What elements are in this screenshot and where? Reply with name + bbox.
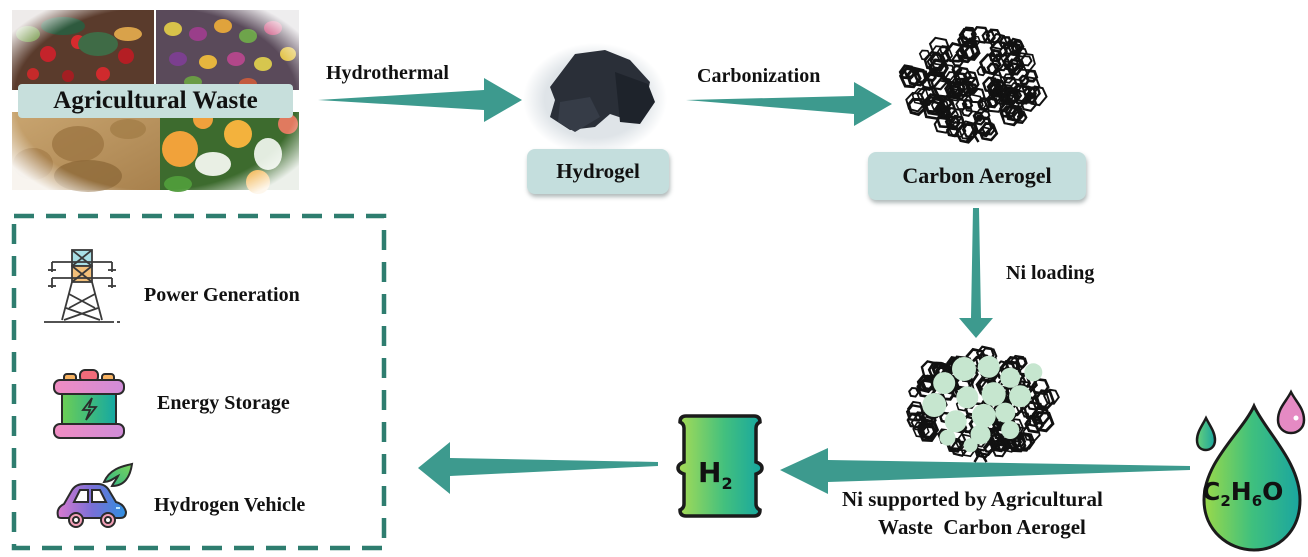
formula-h: H: [1231, 477, 1252, 506]
nickel-particle: [933, 372, 956, 395]
formula-h-sub: 6: [1252, 492, 1262, 510]
nickel-particle: [963, 438, 978, 453]
application-label-energy-storage: Energy Storage: [157, 392, 290, 414]
hydrothermal-arrow: [318, 78, 522, 122]
nickel-particle: [1024, 363, 1043, 382]
carbon-aerogel-structure: [898, 25, 1048, 144]
nickel-particle: [981, 382, 1006, 407]
agricultural-waste-label: Agricultural Waste: [18, 84, 293, 118]
nickel-particle: [944, 410, 967, 433]
formula-c: C: [1202, 477, 1220, 506]
nickel-particle: [1009, 385, 1032, 408]
nickel-particle: [939, 429, 956, 446]
catalyst-label-line1: Ni supported by Agricultural: [842, 487, 1103, 511]
nickel-particle: [956, 386, 979, 409]
nickel-particle: [952, 357, 976, 381]
hydrogen-barrel-icon: H2: [676, 414, 764, 518]
nickel-particle: [995, 402, 1016, 423]
nickel-particle: [977, 355, 1000, 378]
svg-text:C2H6O: C2H6O: [1202, 477, 1283, 510]
agricultural-waste-collage: Agricultural Waste: [8, 4, 303, 194]
ni-loading-step-label: Ni loading: [1006, 262, 1095, 284]
hydrogel-photo: [523, 43, 667, 155]
battery-icon: [53, 369, 125, 439]
catalyst-label-line2: Waste Carbon Aerogel: [878, 515, 1086, 539]
eco-car-icon: [56, 462, 134, 528]
nickel-particle: [970, 424, 991, 445]
nickel-particle: [922, 393, 947, 417]
applications-arrow: [418, 442, 658, 494]
power-tower-icon: [44, 249, 120, 323]
nickel-particle: [1001, 421, 1020, 439]
application-label-hydrogen-vehicle: Hydrogen Vehicle: [154, 494, 306, 516]
svg-text:H2: H2: [698, 456, 733, 493]
formula-c-sub: 2: [1220, 492, 1230, 510]
h2-sub: 2: [721, 474, 732, 493]
hydrogel-label: Hydrogel: [527, 149, 669, 194]
formula-o: O: [1262, 477, 1283, 506]
ni-loaded-carbon-aerogel: [905, 345, 1060, 463]
ethanol-droplet-icon: C2H6O: [1195, 389, 1306, 552]
ni-loading-arrow: [959, 208, 993, 338]
carbonization-arrow: [686, 82, 892, 126]
h2-main: H: [698, 456, 721, 489]
hydrothermal-step-label: Hydrothermal: [326, 62, 449, 84]
reforming-arrow: [780, 448, 1190, 494]
nickel-particle: [1000, 367, 1021, 388]
carbon-rings: [898, 25, 1048, 144]
applications-panel: Power Generation Energy Storage: [11, 213, 387, 551]
carbon-aerogel-label: Carbon Aerogel: [868, 152, 1086, 200]
application-label-power-generation: Power Generation: [144, 284, 300, 306]
nickel-nanoparticles: [922, 355, 1043, 453]
carbonization-step-label: Carbonization: [697, 65, 821, 87]
nickel-particle: [971, 403, 996, 428]
